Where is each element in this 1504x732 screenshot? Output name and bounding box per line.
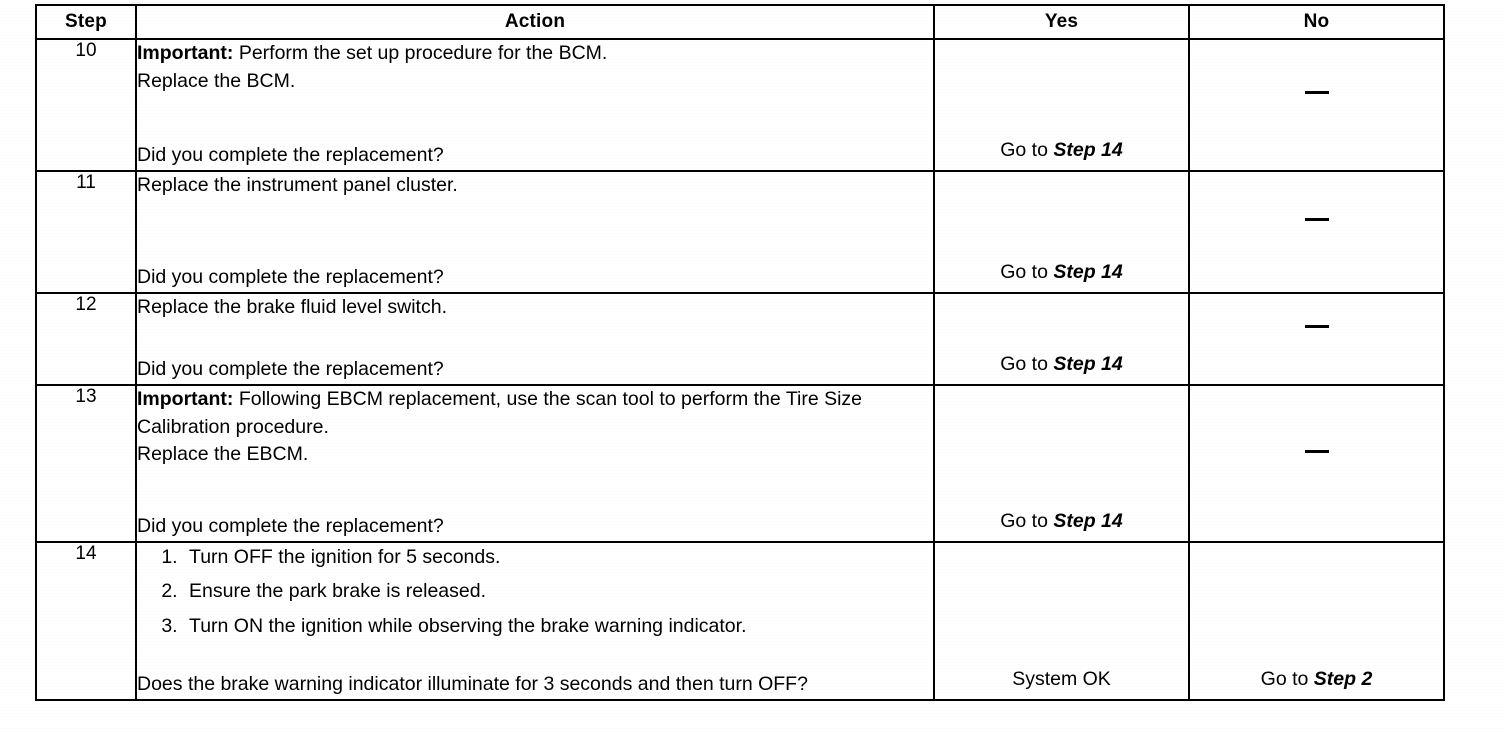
- header-row: Step Action Yes No: [35, 4, 1445, 40]
- em-dash-icon: [1304, 449, 1329, 453]
- action-instruction: Replace the brake fluid level switch.: [137, 296, 447, 318]
- action-important-note: Important: Perform the set up procedure …: [137, 40, 933, 68]
- yes-result-prefix: Go to: [1000, 139, 1054, 161]
- yes-result: Go to Step 14: [943, 139, 1180, 164]
- yes-cell: Go to Step 14: [933, 170, 1190, 294]
- action-question: Did you complete the replacement?: [137, 266, 444, 289]
- no-result: [1198, 300, 1435, 353]
- yes-result-target: Step 14: [1053, 353, 1123, 375]
- diagnostic-table: Step Action Yes No 10 Important: Perform…: [35, 4, 1445, 701]
- column-header-action: Action: [135, 4, 935, 40]
- em-dash-icon: [1304, 91, 1329, 94]
- no-cell: Go to Step 2: [1188, 541, 1445, 701]
- action-cell: Replace the brake fluid level switch. Di…: [135, 292, 935, 386]
- action-instruction: Replace the instrument panel cluster.: [137, 174, 458, 196]
- important-label: Important:: [137, 42, 234, 64]
- no-result-prefix: Go to: [1260, 668, 1314, 690]
- action-important-note: Important: Following EBCM replacement, u…: [137, 386, 933, 441]
- table-header: Step Action Yes No: [35, 4, 1445, 40]
- yes-result-prefix: Go to: [1000, 353, 1054, 375]
- yes-result: Go to Step 14: [943, 353, 1180, 378]
- yes-mid-slot: [943, 46, 1180, 139]
- yes-result-target: Step 14: [1053, 510, 1123, 532]
- yes-mid-slot: [943, 300, 1180, 353]
- action-question: Did you complete the replacement?: [137, 144, 444, 167]
- yes-mid-slot: [943, 178, 1180, 261]
- yes-result: Go to Step 14: [943, 510, 1180, 535]
- em-dash-icon: [1304, 218, 1329, 221]
- action-cell: Turn OFF the ignition for 5 seconds. Ens…: [135, 541, 935, 701]
- important-label: Important:: [137, 388, 234, 410]
- vertical-spacer: [137, 469, 933, 513]
- em-dash-icon: [1304, 325, 1329, 328]
- no-bottom-slot: [1198, 510, 1435, 535]
- vertical-spacer: [137, 640, 933, 672]
- list-item: Turn OFF the ignition for 5 seconds.: [183, 543, 933, 571]
- vertical-spacer: [137, 200, 933, 265]
- yes-cell: System OK: [933, 541, 1190, 701]
- yes-result: System OK: [943, 668, 1180, 693]
- yes-result-prefix: Go to: [1000, 510, 1054, 532]
- action-question: Did you complete the replacement?: [137, 515, 444, 538]
- step-number-cell: 10: [35, 38, 137, 172]
- step-number-cell: 12: [35, 292, 137, 386]
- no-result: Go to Step 2: [1198, 668, 1435, 693]
- action-cell: Important: Following EBCM replacement, u…: [135, 384, 935, 543]
- no-cell: [1188, 384, 1445, 543]
- no-bottom-slot: [1198, 353, 1435, 378]
- table-row: 13 Important: Following EBCM replacement…: [35, 384, 1445, 543]
- no-result-target: Step 2: [1313, 668, 1373, 690]
- table-row: 12 Replace the brake fluid level switch.…: [35, 292, 1445, 386]
- important-text: Following EBCM replacement, use the scan…: [137, 388, 863, 438]
- yes-result-prefix: System OK: [1012, 668, 1111, 690]
- no-cell: [1188, 38, 1445, 172]
- column-header-no: No: [1188, 4, 1445, 40]
- yes-cell: Go to Step 14: [933, 38, 1190, 172]
- action-cell: Replace the instrument panel cluster. Di…: [135, 170, 935, 294]
- step-number-cell: 11: [35, 170, 137, 294]
- action-question: Did you complete the replacement?: [137, 358, 444, 381]
- action-instruction: Replace the BCM.: [137, 69, 296, 92]
- no-mid-slot: [1198, 549, 1435, 668]
- action-numbered-list: Turn OFF the ignition for 5 seconds. Ens…: [163, 543, 933, 640]
- step-number-cell: 13: [35, 384, 137, 543]
- column-header-yes: Yes: [933, 4, 1190, 40]
- no-result: [1198, 392, 1435, 510]
- yes-result-target: Step 14: [1053, 261, 1123, 283]
- no-bottom-slot: [1198, 139, 1435, 164]
- yes-result: Go to Step 14: [943, 261, 1180, 286]
- list-item: Turn ON the ignition while observing the…: [183, 612, 933, 640]
- yes-mid-slot: [943, 549, 1180, 668]
- vertical-spacer: [137, 95, 933, 142]
- no-result: [1198, 178, 1435, 261]
- no-bottom-slot: [1198, 261, 1435, 286]
- table-row: 11 Replace the instrument panel cluster.…: [35, 170, 1445, 294]
- yes-mid-slot: [943, 392, 1180, 510]
- list-item: Ensure the park brake is released.: [183, 577, 933, 605]
- yes-result-target: Step 14: [1053, 139, 1123, 161]
- action-cell: Important: Perform the set up procedure …: [135, 38, 935, 172]
- vertical-spacer: [137, 322, 933, 357]
- action-question: Does the brake warning indicator illumin…: [137, 673, 808, 696]
- table-body: 10 Important: Perform the set up procedu…: [35, 38, 1445, 701]
- yes-result-prefix: Go to: [1000, 261, 1054, 283]
- no-cell: [1188, 170, 1445, 294]
- action-instruction: Replace the EBCM.: [137, 443, 309, 466]
- column-header-step: Step: [35, 4, 137, 40]
- no-result: [1198, 46, 1435, 139]
- table-row: 14 Turn OFF the ignition for 5 seconds. …: [35, 541, 1445, 701]
- step-number-cell: 14: [35, 541, 137, 701]
- table-row: 10 Important: Perform the set up procedu…: [35, 38, 1445, 172]
- important-text: Perform the set up procedure for the BCM…: [233, 42, 608, 64]
- no-cell: [1188, 292, 1445, 386]
- yes-cell: Go to Step 14: [933, 292, 1190, 386]
- yes-cell: Go to Step 14: [933, 384, 1190, 543]
